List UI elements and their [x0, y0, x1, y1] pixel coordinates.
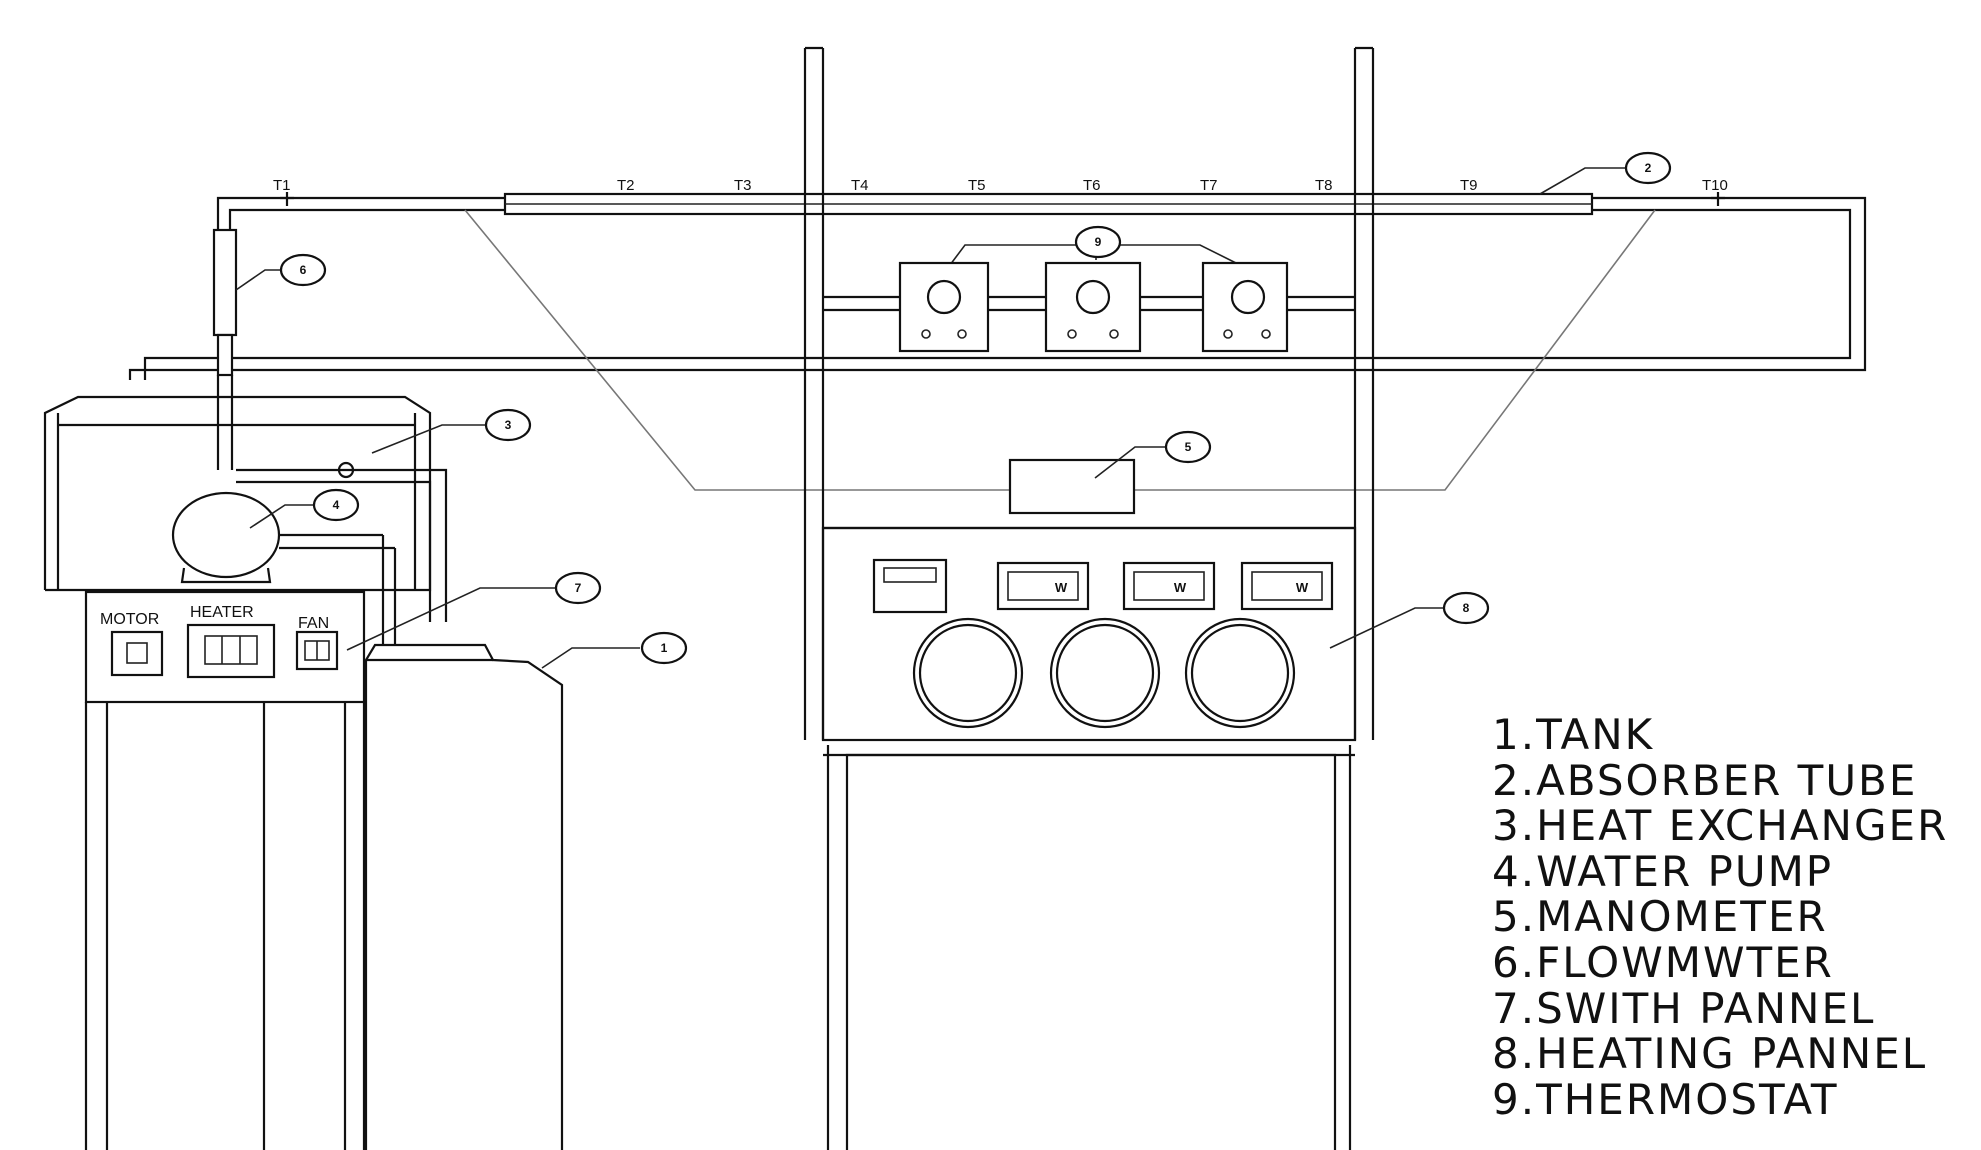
fan-switch-label: FAN	[298, 615, 329, 632]
svg-text:1: 1	[661, 641, 668, 655]
callout-3: 3	[371, 408, 532, 454]
callout-7: 7	[346, 571, 602, 651]
sensor-label-t3: T3	[734, 177, 752, 194]
switch-stand: MOTOR HEATER FAN	[84, 590, 366, 1150]
sensor-labels: T1 T2 T3 T4 T5 T6 T7 T8 T9 T10	[273, 177, 1728, 194]
sensor-label-t9: T9	[1460, 177, 1478, 194]
wattmeter-2: W	[1122, 561, 1216, 611]
tank	[364, 643, 564, 1150]
heater-switch-label: HEATER	[190, 604, 254, 621]
svg-text:5: 5	[1185, 440, 1192, 454]
sensor-label-t5: T5	[968, 177, 986, 194]
lower-cabinet	[826, 745, 1352, 1150]
callout-8: 8	[1329, 591, 1490, 649]
heat-exchanger	[43, 395, 448, 622]
sensor-label-t8: T8	[1315, 177, 1333, 194]
sensor-label-t4: T4	[851, 177, 869, 194]
heating-panel: W W W	[821, 526, 1357, 742]
legend-item-manometer: 5.MANOMETER	[1492, 892, 1828, 942]
sensor-markers	[280, 192, 1725, 206]
callouts: 1 2 3 4 5 6 7	[235, 151, 1672, 669]
sensor-label-t6: T6	[1083, 177, 1101, 194]
legend-item-heating-panel: 8.HEATING PANNEL	[1492, 1029, 1928, 1079]
svg-text:8: 8	[1463, 601, 1470, 615]
legend-item-absorber-tube: 2.ABSORBER TUBE	[1492, 755, 1918, 805]
svg-text:4: 4	[333, 498, 340, 512]
wattmeter-label: W	[1174, 580, 1187, 595]
legend-item-thermostat: 9.THERMOSTAT	[1492, 1074, 1839, 1124]
dimmer-knobs	[912, 617, 1296, 729]
svg-text:7: 7	[575, 581, 582, 595]
callout-5: 5	[1094, 430, 1212, 479]
svg-text:9: 9	[1095, 235, 1102, 249]
absorber-loop	[128, 192, 1867, 380]
callout-2: 2	[1539, 151, 1672, 195]
manometer	[1008, 458, 1136, 515]
wattmeter-3: W	[1240, 561, 1334, 611]
wattmeter-1: W	[996, 561, 1090, 611]
svg-text:3: 3	[505, 418, 512, 432]
sensor-label-t10: T10	[1702, 177, 1728, 194]
legend-item-tank: 1.TANK	[1492, 710, 1655, 759]
svg-text:6: 6	[300, 263, 307, 277]
wattmeter-label: W	[1055, 580, 1068, 595]
thermostats	[898, 244, 1289, 353]
thermostat-2	[1044, 261, 1142, 353]
callout-6: 6	[235, 253, 327, 291]
sensor-label-t1: T1	[273, 177, 291, 194]
flowmeter	[212, 228, 238, 470]
thermostat-1	[898, 261, 990, 353]
motor-switch-label: MOTOR	[100, 611, 159, 628]
callout-9: 9	[1074, 225, 1122, 260]
sensor-label-t2: T2	[617, 177, 635, 194]
sensor-label-t7: T7	[1200, 177, 1218, 194]
svg-text:2: 2	[1645, 161, 1652, 175]
parts-legend: 1.TANK 2.ABSORBER TUBE 3.HEAT EXCHANGER …	[1492, 712, 1948, 1122]
callout-1: 1	[541, 631, 688, 669]
wattmeter-label: W	[1296, 580, 1309, 595]
thermostat-3	[1201, 261, 1289, 353]
callout-4: 4	[249, 488, 360, 529]
legend-item-heat-exchanger: 3.HEAT EXCHANGER	[1492, 801, 1949, 851]
legend-item-water-pump: 4.WATER PUMP	[1492, 846, 1834, 896]
legend-item-flowmeter: 6.FLOWMWTER	[1492, 937, 1834, 987]
water-pump	[171, 491, 397, 646]
legend-item-switch-panel: 7.SWITH PANNEL	[1492, 983, 1876, 1033]
